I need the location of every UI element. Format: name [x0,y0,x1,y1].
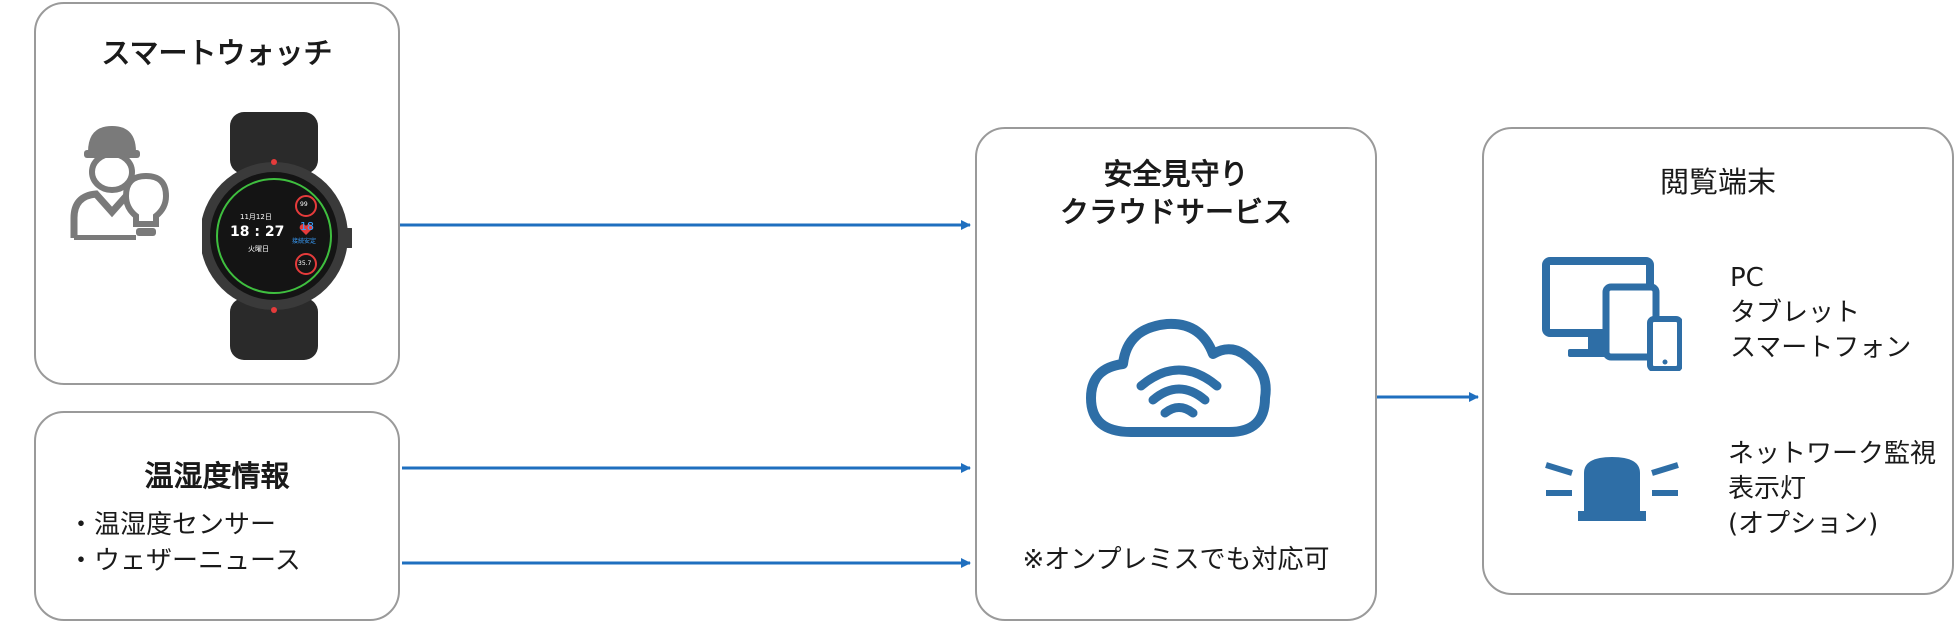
devices-label: PC タブレット スマートフォン [1730,261,1911,366]
lamp-line-1: 表示灯 [1728,474,1807,504]
cloud-note: ※オンプレミスでも対応可 [1022,545,1330,575]
devices-line-0: PC [1730,263,1764,293]
watch-bottom-value: 35.7 [298,260,312,267]
sensor-box: 温湿度情報 ・温湿度センサー ・ウェザーニュース [34,411,400,621]
worker-icon [70,126,148,240]
lamp-line-2: (オプション) [1728,509,1879,539]
cloud-title: 安全見守り クラウドサービス [977,155,1375,231]
devices-icon [1542,257,1682,371]
terminal-title: 閲覧端末 [1659,165,1776,199]
lightbulb-icon [122,172,170,236]
smartwatch-icon: 11月12日 18 : 27 火曜日 99 18 接続安定 35.7 [202,112,352,360]
devices-line-1: タブレット [1730,298,1861,328]
cloud-title-line-1: クラウドサービス [1059,195,1292,229]
sensor-item-0: ・温湿度センサー [68,510,277,540]
watch-time: 18 : 27 [230,224,285,240]
cloud-title-line-0: 安全見守り [1103,157,1249,191]
cloud-service-box: 安全見守り クラウドサービス ※オンプレミスでも対応可 [975,127,1377,621]
lamp-line-0: ネットワーク監視 [1728,439,1937,469]
smartwatch-box: スマートウォッチ 11月12日 18 : 27 火曜日 99 1 [34,2,400,385]
sensor-item-1: ・ウェザーニュース [68,546,301,576]
smartwatch-title: スマートウォッチ [101,36,333,70]
terminal-box: 閲覧端末 PC タブレット スマートフォン ネットワーク監視 表示灯 (オプショ… [1482,127,1954,595]
watch-day: 火曜日 [248,245,269,253]
watch-top-value: 99 [300,201,308,208]
watch-status: 接続安定 [292,238,317,245]
warning-lamp-icon [1545,457,1679,521]
watch-center-value: 18 [300,220,314,233]
lamp-label: ネットワーク監視 表示灯 (オプション) [1728,437,1936,542]
cloud-wifi-icon [1086,318,1271,437]
devices-line-2: スマートフォン [1730,333,1912,363]
sensor-title: 温湿度情報 [144,459,290,493]
watch-date: 11月12日 [240,213,272,221]
